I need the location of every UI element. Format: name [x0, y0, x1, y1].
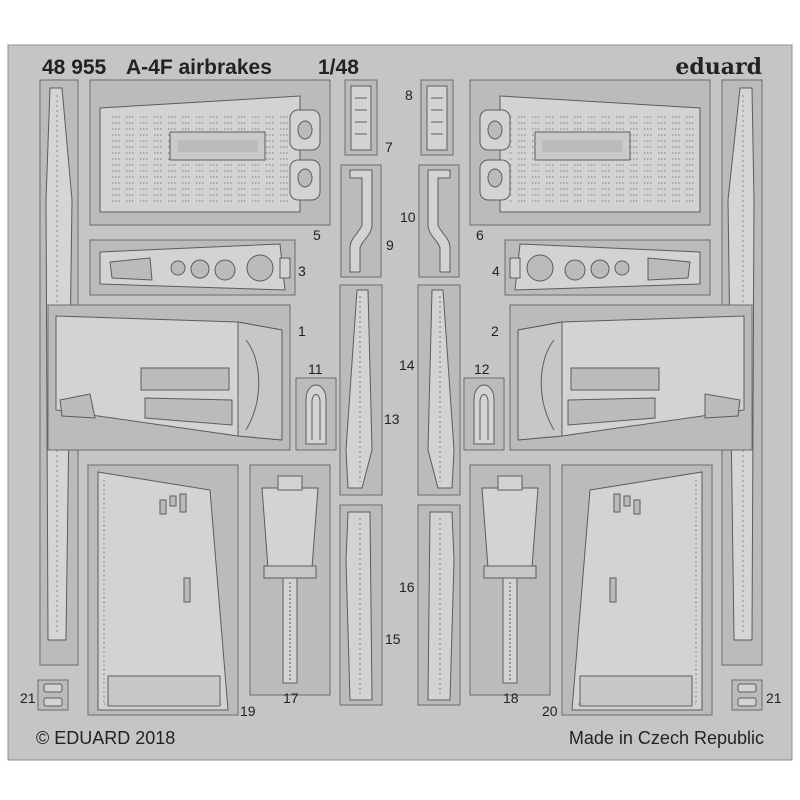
part-20-panel	[561, 464, 713, 716]
part-label-19: 19	[240, 703, 256, 719]
part-17-actuator	[249, 464, 331, 696]
part-4-bar	[504, 239, 711, 296]
set-number: 48 955	[42, 56, 107, 79]
part-label-10: 10	[400, 209, 416, 225]
copyright-label: © EDUARD 2018	[36, 728, 175, 748]
part-9-plate	[340, 164, 382, 278]
part-14-spindle	[417, 284, 461, 496]
part-label-6: 6	[476, 227, 484, 243]
part-15-spindle	[339, 504, 383, 706]
part-5-panel	[89, 79, 331, 226]
part-label-14: 14	[399, 357, 415, 373]
part-21-left-tabs	[37, 679, 69, 711]
part-label-2: 2	[491, 323, 499, 339]
part-7-bracket	[344, 79, 378, 156]
part-label-8: 8	[405, 87, 413, 103]
part-label-4: 4	[492, 263, 500, 279]
part-number-labels: 1 2 3 4 5 6 7 8 9 10 11 12 13 14 15 16 1…	[20, 87, 782, 719]
part-label-16: 16	[399, 579, 415, 595]
part-11-loop	[295, 377, 337, 451]
part-label-15: 15	[385, 631, 401, 647]
part-label-11: 11	[308, 361, 323, 377]
part-3-bar	[89, 239, 296, 296]
part-1-airbrake	[47, 304, 291, 451]
part-18-actuator	[469, 464, 551, 696]
part-label-21-right: 21	[766, 690, 782, 706]
part-label-3: 3	[298, 263, 306, 279]
part-6-panel	[469, 79, 711, 226]
scale-label: 1/48	[318, 56, 359, 79]
part-label-7: 7	[385, 139, 393, 155]
part-2-airbrake	[509, 304, 753, 451]
part-label-18: 18	[503, 690, 519, 706]
set-title: A-4F airbrakes	[126, 56, 272, 79]
part-label-1: 1	[298, 323, 306, 339]
part-13-spindle	[339, 284, 383, 496]
part-label-9: 9	[386, 237, 394, 253]
part-label-17: 17	[283, 690, 299, 706]
part-21-right-tabs	[731, 679, 763, 711]
part-16-spindle	[417, 504, 461, 706]
brand-logo: eduard	[675, 54, 762, 80]
part-12-loop	[463, 377, 505, 451]
part-10-plate	[418, 164, 460, 278]
part-label-20: 20	[542, 703, 558, 719]
origin-label: Made in Czech Republic	[569, 728, 764, 748]
part-label-21-left: 21	[20, 690, 36, 706]
part-19-panel	[87, 464, 239, 716]
part-label-12: 12	[474, 361, 490, 377]
part-label-5: 5	[313, 227, 321, 243]
part-8-bracket	[420, 79, 454, 156]
part-label-13: 13	[384, 411, 400, 427]
